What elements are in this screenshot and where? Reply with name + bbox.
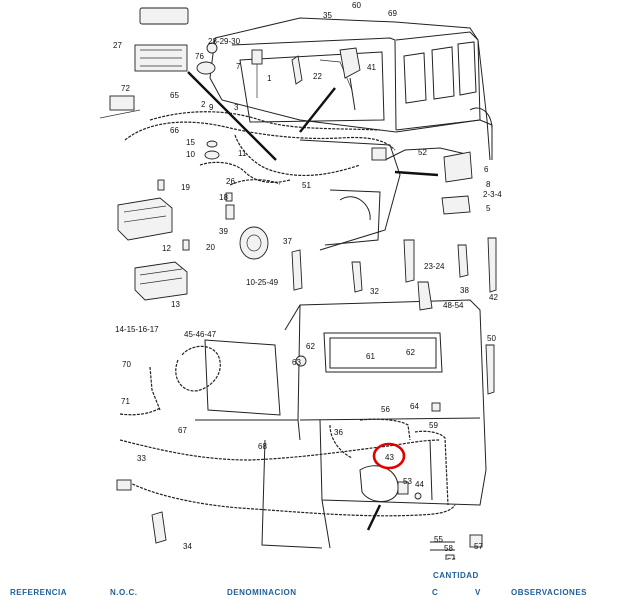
vehicle-rear-outline (195, 299, 487, 549)
callout-67: 67 (178, 426, 187, 435)
callout-1: 1 (267, 74, 272, 83)
callout-38: 38 (460, 286, 469, 295)
callout-36: 36 (334, 428, 343, 437)
callout-76: 76 (195, 52, 204, 61)
callout-62: 62 (306, 342, 315, 351)
callout-34: 34 (183, 542, 192, 551)
wiring-harnesses (119, 111, 456, 517)
callout-60: 60 (352, 1, 361, 10)
callout-48-54: 48-54 (443, 301, 464, 310)
callout-14-15-16-17: 14-15-16-17 (115, 325, 159, 334)
callout-20: 20 (206, 243, 215, 252)
callout-52: 52 (418, 148, 427, 157)
callout-26: 26 (226, 177, 235, 186)
callout-41: 41 (367, 63, 376, 72)
callout-51: 51 (302, 181, 311, 190)
callout-64: 64 (410, 402, 419, 411)
callout-45-46-47: 45-46-47 (184, 330, 217, 339)
callout-62: 62 (406, 348, 415, 357)
callout-27: 27 (113, 41, 122, 50)
cantidad-header: CANTIDAD (433, 571, 479, 580)
callout-61: 61 (366, 352, 375, 361)
callout-59: 59 (429, 421, 438, 430)
callout-23-24: 23-24 (424, 262, 445, 271)
callout-7: 7 (236, 62, 241, 71)
callout-70: 70 (122, 360, 131, 369)
pointer-lines (187, 71, 439, 531)
callout-65: 65 (170, 91, 179, 100)
callout-58: 58 (444, 544, 453, 553)
callout-6: 6 (484, 165, 489, 174)
col-referencia: REFERENCIA (10, 588, 68, 597)
components (99, 7, 497, 560)
vehicle-front-outline (209, 17, 493, 251)
callout-13: 13 (171, 300, 180, 309)
callout-69: 69 (388, 9, 397, 18)
col-v: V (475, 588, 481, 597)
callout-43: 43 (385, 453, 394, 462)
callout-15: 15 (186, 138, 195, 147)
callout-42: 42 (489, 293, 498, 302)
callout-72: 72 (121, 84, 130, 93)
callout-63: 63 (292, 358, 301, 367)
col-observaciones: OBSERVACIONES (511, 588, 587, 597)
col-c: C (432, 588, 439, 597)
highlight-circle (372, 442, 406, 470)
col-noc: N.O.C. (110, 588, 138, 597)
callout-57: 57 (474, 542, 483, 551)
callout-37: 37 (283, 237, 292, 246)
callout-10-25-49: 10-25-49 (246, 278, 279, 287)
callout-18: 18 (219, 193, 228, 202)
callout-50: 50 (487, 334, 496, 343)
callout-68: 68 (258, 442, 267, 451)
callout-3: 3 (234, 103, 239, 112)
wiring-harness-exploded-diagram: 60356928-29-3027767122417265923661510115… (99, 1, 502, 560)
callout-55: 55 (434, 535, 443, 544)
callout-28-29-30: 28-29-30 (208, 37, 241, 46)
callout-9: 9 (209, 103, 214, 112)
callout-32: 32 (370, 287, 379, 296)
callout-71: 71 (121, 397, 130, 406)
callout-22: 22 (313, 72, 322, 81)
callout-66: 66 (170, 126, 179, 135)
callout-8: 8 (486, 180, 491, 189)
callout-12: 12 (162, 244, 171, 253)
callout-35: 35 (323, 11, 332, 20)
col-denominacion: DENOMINACION (227, 588, 297, 597)
callout-56: 56 (381, 405, 390, 414)
callout-39: 39 (219, 227, 228, 236)
callout-5: 5 (486, 204, 491, 213)
callout-11: 11 (238, 149, 247, 158)
callout-2: 2 (201, 100, 206, 109)
callout-56: 56 (447, 557, 456, 560)
callout-44: 44 (415, 480, 424, 489)
callout-19: 19 (181, 183, 190, 192)
callout-10: 10 (186, 150, 195, 159)
callout-2-3-4: 2-3-4 (483, 190, 502, 199)
callout-33: 33 (137, 454, 146, 463)
callout-53: 53 (403, 477, 412, 486)
